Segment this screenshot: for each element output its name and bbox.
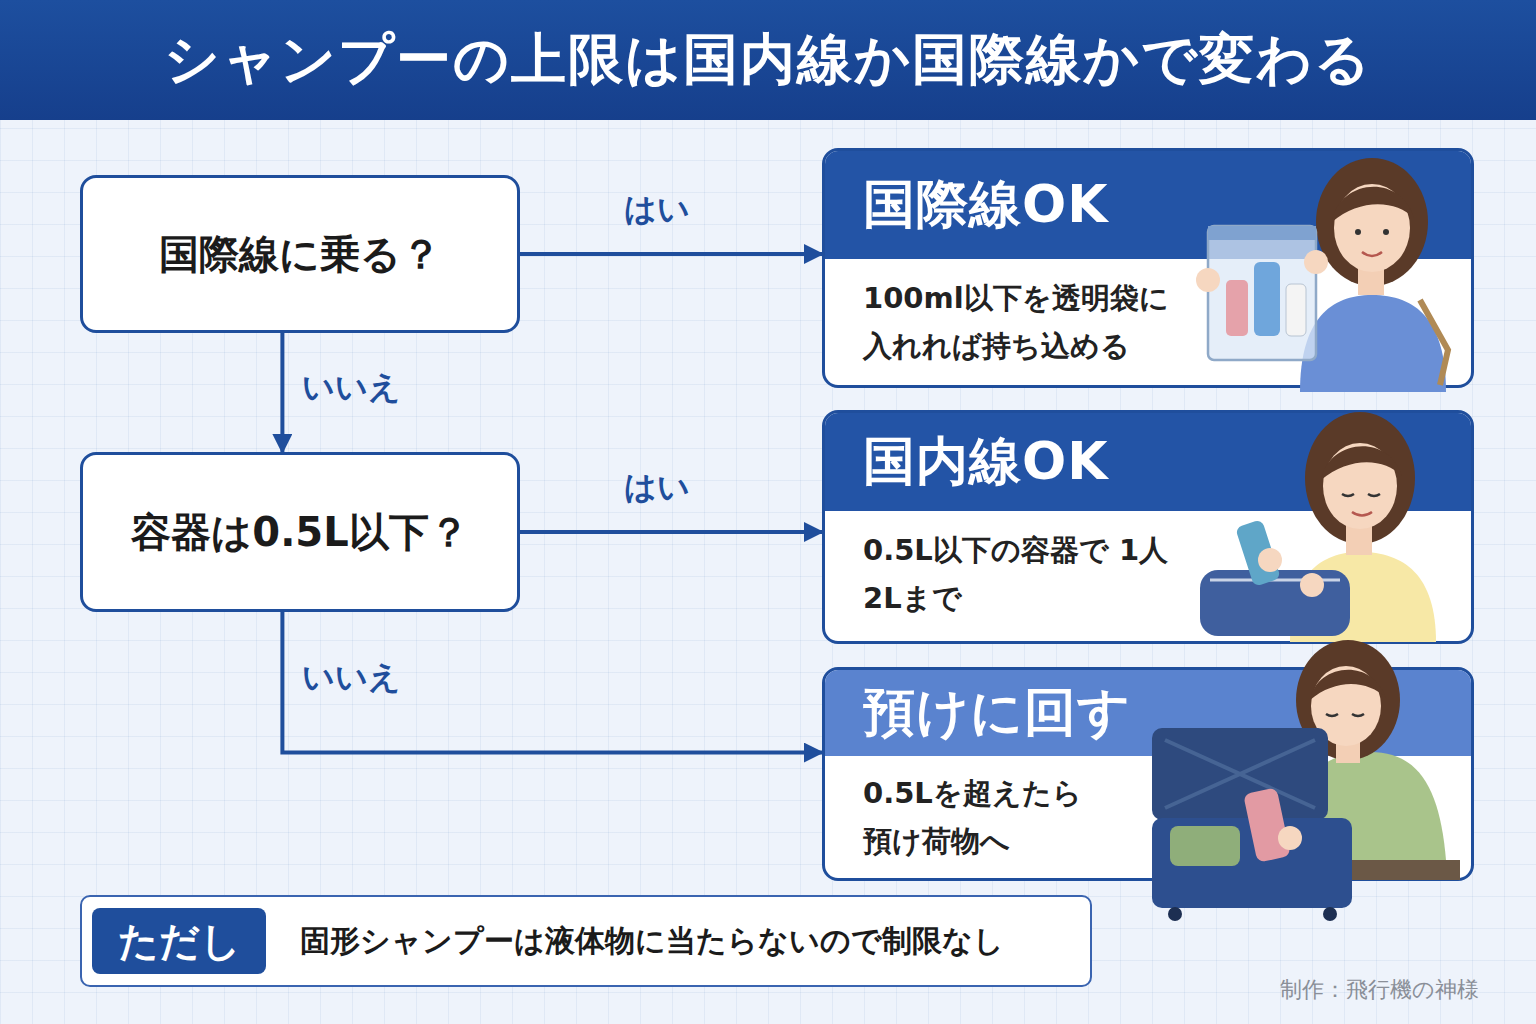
- hand: [1300, 573, 1324, 597]
- flow-arrow: [520, 530, 822, 534]
- legs: [1330, 860, 1460, 880]
- clear-bag: [1208, 226, 1316, 360]
- neck: [1336, 733, 1360, 763]
- result-body: 0.5L以下の容器で 1人 2Lまで: [863, 527, 1193, 623]
- hand: [1278, 826, 1302, 850]
- tag-text: ただし: [118, 914, 241, 969]
- result-body: 100ml以下を透明袋に 入れれば持ち込める: [863, 275, 1193, 371]
- tube: [1286, 284, 1306, 336]
- bottle: [1226, 280, 1248, 336]
- mouth: [1352, 512, 1372, 516]
- bag-strap: [1420, 300, 1448, 385]
- edge-label: はい: [624, 188, 690, 232]
- decision-text: 容器は0.5L以下？: [131, 505, 468, 560]
- sweater: [1290, 552, 1436, 642]
- result-box: 預けに回す 0.5Lを超えたら 預け荷物へ: [822, 667, 1474, 881]
- hair: [1305, 412, 1415, 544]
- decision-text: 国際線に乗る？: [159, 227, 441, 282]
- bangs: [1310, 670, 1386, 700]
- eye: [1368, 494, 1380, 496]
- result-heading: 国内線OK: [825, 413, 1471, 511]
- woman-clear-bag: [1196, 158, 1448, 392]
- neck: [1358, 255, 1384, 295]
- note-tag: ただし: [92, 908, 266, 974]
- credit-label: 制作：飛行機の神様: [1280, 975, 1479, 1005]
- eye: [1326, 714, 1338, 716]
- note-text: 固形シャンプーは液体物に当たらないので制限なし: [300, 897, 1004, 985]
- eye: [1352, 714, 1364, 716]
- decision-box: 国際線に乗る？: [80, 175, 520, 333]
- sweater: [1290, 752, 1446, 860]
- sweater: [1300, 295, 1446, 392]
- lid-straps: [1165, 740, 1315, 808]
- hand: [1196, 268, 1220, 292]
- hand: [1304, 250, 1328, 274]
- title-band: シャンプーの上限は国内線か国際線かで変わる: [0, 0, 1536, 120]
- note-box: 固形シャンプーは液体物に当たらないので制限なし ただし: [80, 895, 1092, 987]
- pouch-zip: [1210, 579, 1340, 582]
- edge-label: はい: [624, 466, 690, 510]
- pouch: [1200, 570, 1350, 636]
- hair: [1296, 640, 1400, 760]
- mouth: [1362, 252, 1382, 256]
- edge-label: いいえ: [302, 656, 401, 700]
- bag-zip: [1208, 226, 1316, 240]
- bangs: [1332, 187, 1414, 222]
- result-box: 国内線OK 0.5L以下の容器で 1人 2Lまで: [822, 410, 1474, 644]
- result-box: 国際線OK 100ml以下を透明袋に 入れれば持ち込める: [822, 148, 1474, 388]
- hand: [1258, 548, 1282, 572]
- eye: [1342, 494, 1354, 496]
- wheel: [1323, 907, 1337, 921]
- result-heading: 預けに回す: [825, 670, 1471, 756]
- bottle: [1254, 262, 1280, 336]
- suitcase-lid: [1152, 728, 1328, 820]
- folded-clothes: [1170, 826, 1240, 866]
- face: [1334, 184, 1410, 272]
- face: [1323, 443, 1397, 529]
- bangs: [1321, 446, 1402, 480]
- result-heading: 国際線OK: [825, 151, 1471, 259]
- bottle: [1243, 787, 1291, 863]
- neck: [1346, 515, 1372, 555]
- woman-pouch: [1200, 412, 1436, 642]
- title-text: シャンプーの上限は国内線か国際線かで変わる: [164, 23, 1372, 97]
- flow-arrow: [282, 612, 822, 753]
- eye: [1355, 229, 1361, 235]
- hair: [1316, 158, 1428, 286]
- suitcase-base: [1152, 818, 1352, 908]
- face: [1311, 666, 1381, 746]
- decision-box: 容器は0.5L以下？: [80, 452, 520, 612]
- eye: [1383, 229, 1389, 235]
- woman-suitcase: [1152, 640, 1460, 921]
- bottle: [1235, 519, 1281, 587]
- flow-arrow: [280, 333, 284, 452]
- result-body: 0.5Lを超えたら 預け荷物へ: [863, 770, 1193, 866]
- wheel: [1168, 907, 1182, 921]
- flow-arrow: [520, 252, 822, 256]
- edge-label: いいえ: [302, 366, 401, 410]
